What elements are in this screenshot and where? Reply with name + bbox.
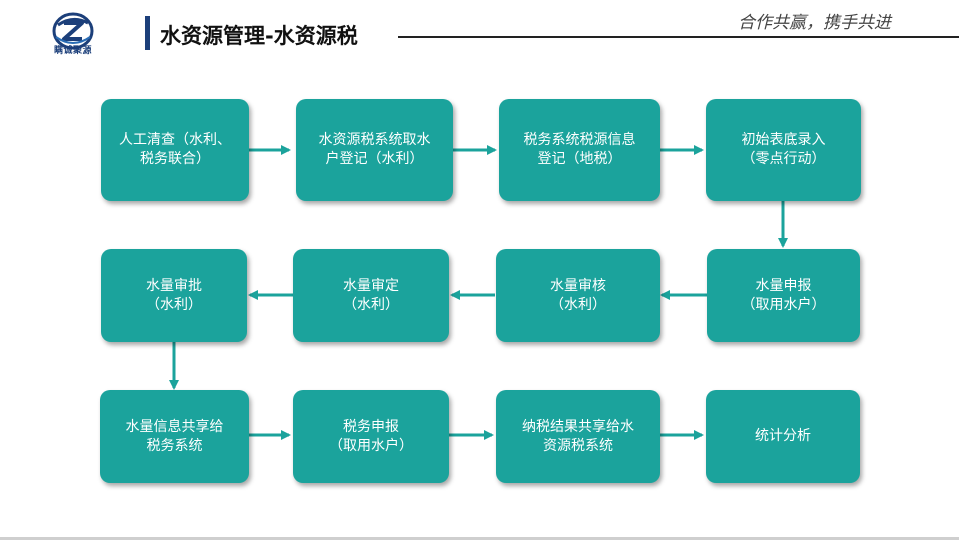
- step-label: （取用水户）: [741, 296, 826, 313]
- step-label: 户登记（水利）: [325, 151, 424, 167]
- step-label: 税务申报: [343, 418, 399, 435]
- step-label: 资源税系统: [543, 437, 613, 454]
- step-share-tax-result: 纳税结果共享给水资源税系统: [496, 390, 660, 483]
- step-tax-declaration: 税务申报 （取用水户）: [293, 390, 449, 483]
- step-tax-source-register: 税务系统税源信息登记（地税）: [499, 99, 660, 201]
- step-register-water-user: 水资源税系统取水户登记（水利）: [296, 99, 453, 201]
- company-logo: [52, 12, 94, 50]
- step-label: 税务系统税源信息: [523, 132, 636, 148]
- step-manual-survey: 人工清查（水利、税务联合）: [101, 99, 249, 201]
- footer-divider: [0, 537, 959, 540]
- step-label: 税务联合）: [140, 151, 210, 167]
- step-label: 初始表底录入: [741, 132, 826, 148]
- step-label: 纳税结果共享给水: [522, 418, 634, 435]
- step-volume-declaration: 水量申报 （取用水户）: [707, 249, 860, 342]
- title-underline: [398, 36, 959, 38]
- step-label: 人工清查（水利、: [119, 132, 231, 148]
- step-statistical-analysis: 统计分析: [706, 390, 860, 483]
- step-volume-approval: 水量审批 （水利）: [101, 249, 247, 342]
- slogan: 合作共赢，携手共进: [738, 13, 891, 33]
- step-volume-determination: 水量审定 （水利）: [293, 249, 449, 342]
- step-label: （水利）: [343, 296, 399, 313]
- step-share-volume-to-tax: 水量信息共享给税务系统: [100, 390, 249, 483]
- step-label: 水量申报: [755, 277, 812, 294]
- step-label: 水量审定: [343, 277, 399, 294]
- title-accent-bar: [145, 16, 150, 50]
- step-label: 税务系统: [146, 437, 203, 454]
- step-label: 登记（地税）: [537, 151, 622, 167]
- page-title: 水资源管理-水资源税: [160, 24, 358, 48]
- step-label: （取用水户）: [329, 437, 413, 454]
- step-label: 水量审批: [146, 277, 202, 294]
- step-label: 统计分析: [755, 428, 811, 444]
- step-label: 水量信息共享给: [125, 418, 224, 435]
- step-volume-review: 水量审核 （水利）: [496, 249, 660, 342]
- step-label: （零点行动）: [741, 151, 826, 167]
- step-label: （水利）: [146, 296, 202, 313]
- logo-text: 瞒诚聚源: [53, 46, 92, 56]
- step-label: （水利）: [550, 296, 606, 313]
- step-label: 水量审核: [550, 277, 606, 294]
- step-label: 水资源税系统取水: [318, 132, 431, 148]
- step-initial-meter-entry: 初始表底录入 （零点行动）: [706, 99, 861, 201]
